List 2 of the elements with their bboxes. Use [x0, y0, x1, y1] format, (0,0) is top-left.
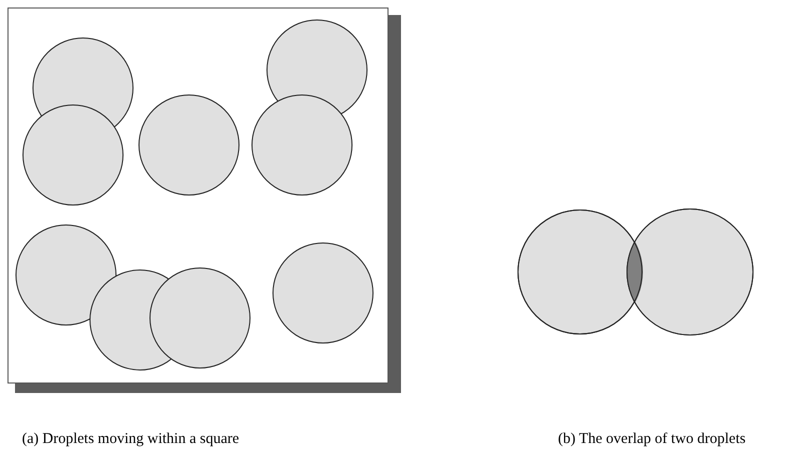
subfigure-caption: (b) The overlap of two droplets — [558, 430, 746, 449]
subfigure-caption: (a) Droplets moving within a square — [22, 430, 240, 449]
